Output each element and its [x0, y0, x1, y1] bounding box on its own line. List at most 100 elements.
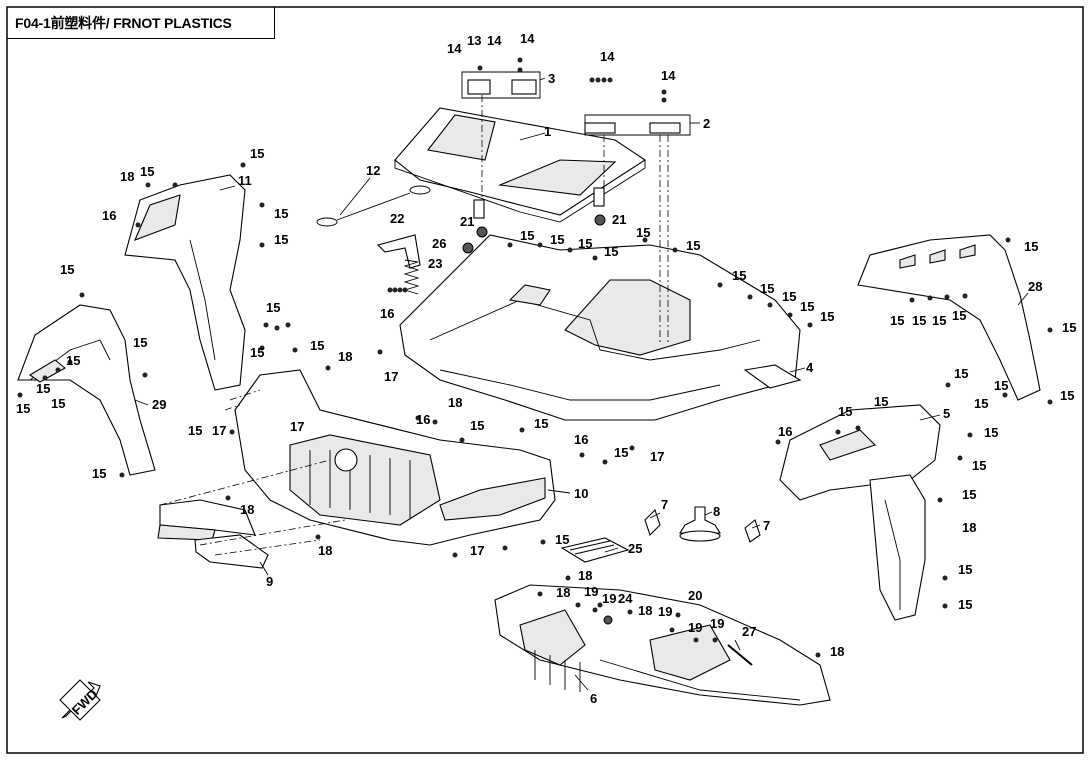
part-23-spring — [403, 259, 420, 295]
part-11-left-stay — [124, 174, 246, 391]
callout-11: 11 — [238, 173, 252, 188]
sheet-border — [6, 6, 1084, 754]
part-2-brackets — [584, 114, 691, 136]
callout-8: 8 — [713, 504, 720, 519]
callout-7a: 7 — [661, 497, 668, 512]
part-27-rod — [727, 644, 753, 666]
callout-14a: 14 — [447, 41, 462, 56]
callout-17: 17 — [290, 419, 304, 434]
callout-26: 26 — [432, 236, 446, 251]
callout-9: 9 — [266, 574, 273, 589]
callout-15: 15 — [1024, 239, 1038, 254]
callout-15: 15 — [972, 458, 986, 473]
callout-6: 6 — [590, 691, 597, 706]
forward-direction-arrow: FWD — [59, 679, 101, 721]
callout-18: 18 — [830, 644, 844, 659]
callout-25: 25 — [628, 541, 642, 556]
callout-29: 29 — [152, 397, 166, 412]
callout-14e: 14 — [661, 68, 676, 83]
callout-15: 15 — [266, 300, 280, 315]
callout-21: 21 — [460, 214, 474, 229]
part-7-clips — [644, 508, 761, 543]
callout-15: 15 — [555, 532, 569, 547]
callout-15: 15 — [820, 309, 834, 324]
callout-18: 18 — [578, 568, 592, 583]
callout-19: 19 — [584, 584, 598, 599]
callout-15: 15 — [60, 262, 74, 277]
callout-15: 15 — [520, 228, 534, 243]
callout-15: 15 — [310, 338, 324, 353]
callout-15: 15 — [890, 313, 904, 328]
part-9-lower-trims — [157, 499, 269, 569]
callout-15: 15 — [66, 353, 80, 368]
callout-15: 15 — [636, 225, 650, 240]
callout-3: 3 — [548, 71, 555, 86]
callout-16: 16 — [102, 208, 116, 223]
part-29-left-fender — [17, 304, 156, 476]
part-1-hood-cover — [394, 107, 647, 223]
callout-14b: 14 — [487, 33, 502, 48]
callout-10: 10 — [574, 486, 588, 501]
callout-21: 21 — [612, 212, 626, 227]
callout-16: 16 — [380, 306, 394, 321]
callout-18: 18 — [962, 520, 976, 535]
callout-28: 28 — [1028, 279, 1042, 294]
callout-15: 15 — [1060, 388, 1074, 403]
callout-18: 18 — [338, 349, 352, 364]
title-box: F04-1前塑料件/ FRNOT PLASTICS — [7, 7, 275, 39]
part-25-step-pad — [560, 537, 630, 563]
callout-15: 15 — [800, 299, 814, 314]
callout-15: 15 — [36, 381, 50, 396]
callout-19: 19 — [688, 620, 702, 635]
callout-15: 15 — [470, 418, 484, 433]
callout-19: 19 — [658, 604, 672, 619]
callout-15: 15 — [140, 164, 154, 179]
callout-17: 17 — [650, 449, 664, 464]
part-5-right-mudguard — [779, 404, 941, 621]
callout-19: 19 — [602, 591, 616, 606]
callout-23: 23 — [428, 256, 442, 271]
callout-15: 15 — [760, 281, 774, 296]
guide-lines — [159, 95, 669, 556]
callout-15: 15 — [550, 232, 564, 247]
callout-24: 24 — [618, 591, 633, 606]
callout-15: 15 — [962, 487, 976, 502]
callout-15: 15 — [16, 401, 30, 416]
callout-15: 15 — [932, 313, 946, 328]
callout-16: 16 — [416, 412, 430, 427]
callout-15: 15 — [952, 308, 966, 323]
callout-15: 15 — [994, 378, 1008, 393]
callout-17: 17 — [212, 423, 226, 438]
callout-15: 15 — [274, 232, 288, 247]
part-28-right-fender — [857, 234, 1041, 401]
part-3-brackets — [461, 71, 541, 99]
callout-15: 15 — [133, 335, 147, 350]
callout-15: 15 — [188, 423, 202, 438]
callout-18: 18 — [638, 603, 652, 618]
callout-2: 2 — [703, 116, 710, 131]
callout-18: 18 — [318, 543, 332, 558]
callout-13: 13 — [467, 33, 481, 48]
callout-19: 19 — [710, 616, 724, 631]
callout-15: 15 — [732, 268, 746, 283]
callout-7b: 7 — [763, 518, 770, 533]
callout-14c: 14 — [520, 31, 535, 46]
callout-15: 15 — [614, 445, 628, 460]
part-10-front-bumper — [234, 369, 556, 546]
callout-15: 15 — [838, 404, 852, 419]
callout-18: 18 — [556, 585, 570, 600]
callout-15: 15 — [912, 313, 926, 328]
callout-15: 15 — [782, 289, 796, 304]
leader-lines — [134, 77, 1029, 691]
callout-15: 15 — [250, 146, 264, 161]
callout-15: 15 — [578, 236, 592, 251]
callout-15: 15 — [51, 396, 65, 411]
callout-15: 15 — [958, 562, 972, 577]
callout-15: 15 — [874, 394, 888, 409]
fasteners — [17, 57, 1053, 658]
callout-15: 15 — [250, 345, 264, 360]
callout-15: 15 — [984, 425, 998, 440]
callout-27: 27 — [742, 624, 756, 639]
callout-16: 16 — [574, 432, 588, 447]
part-12-seal-ring — [316, 185, 431, 227]
